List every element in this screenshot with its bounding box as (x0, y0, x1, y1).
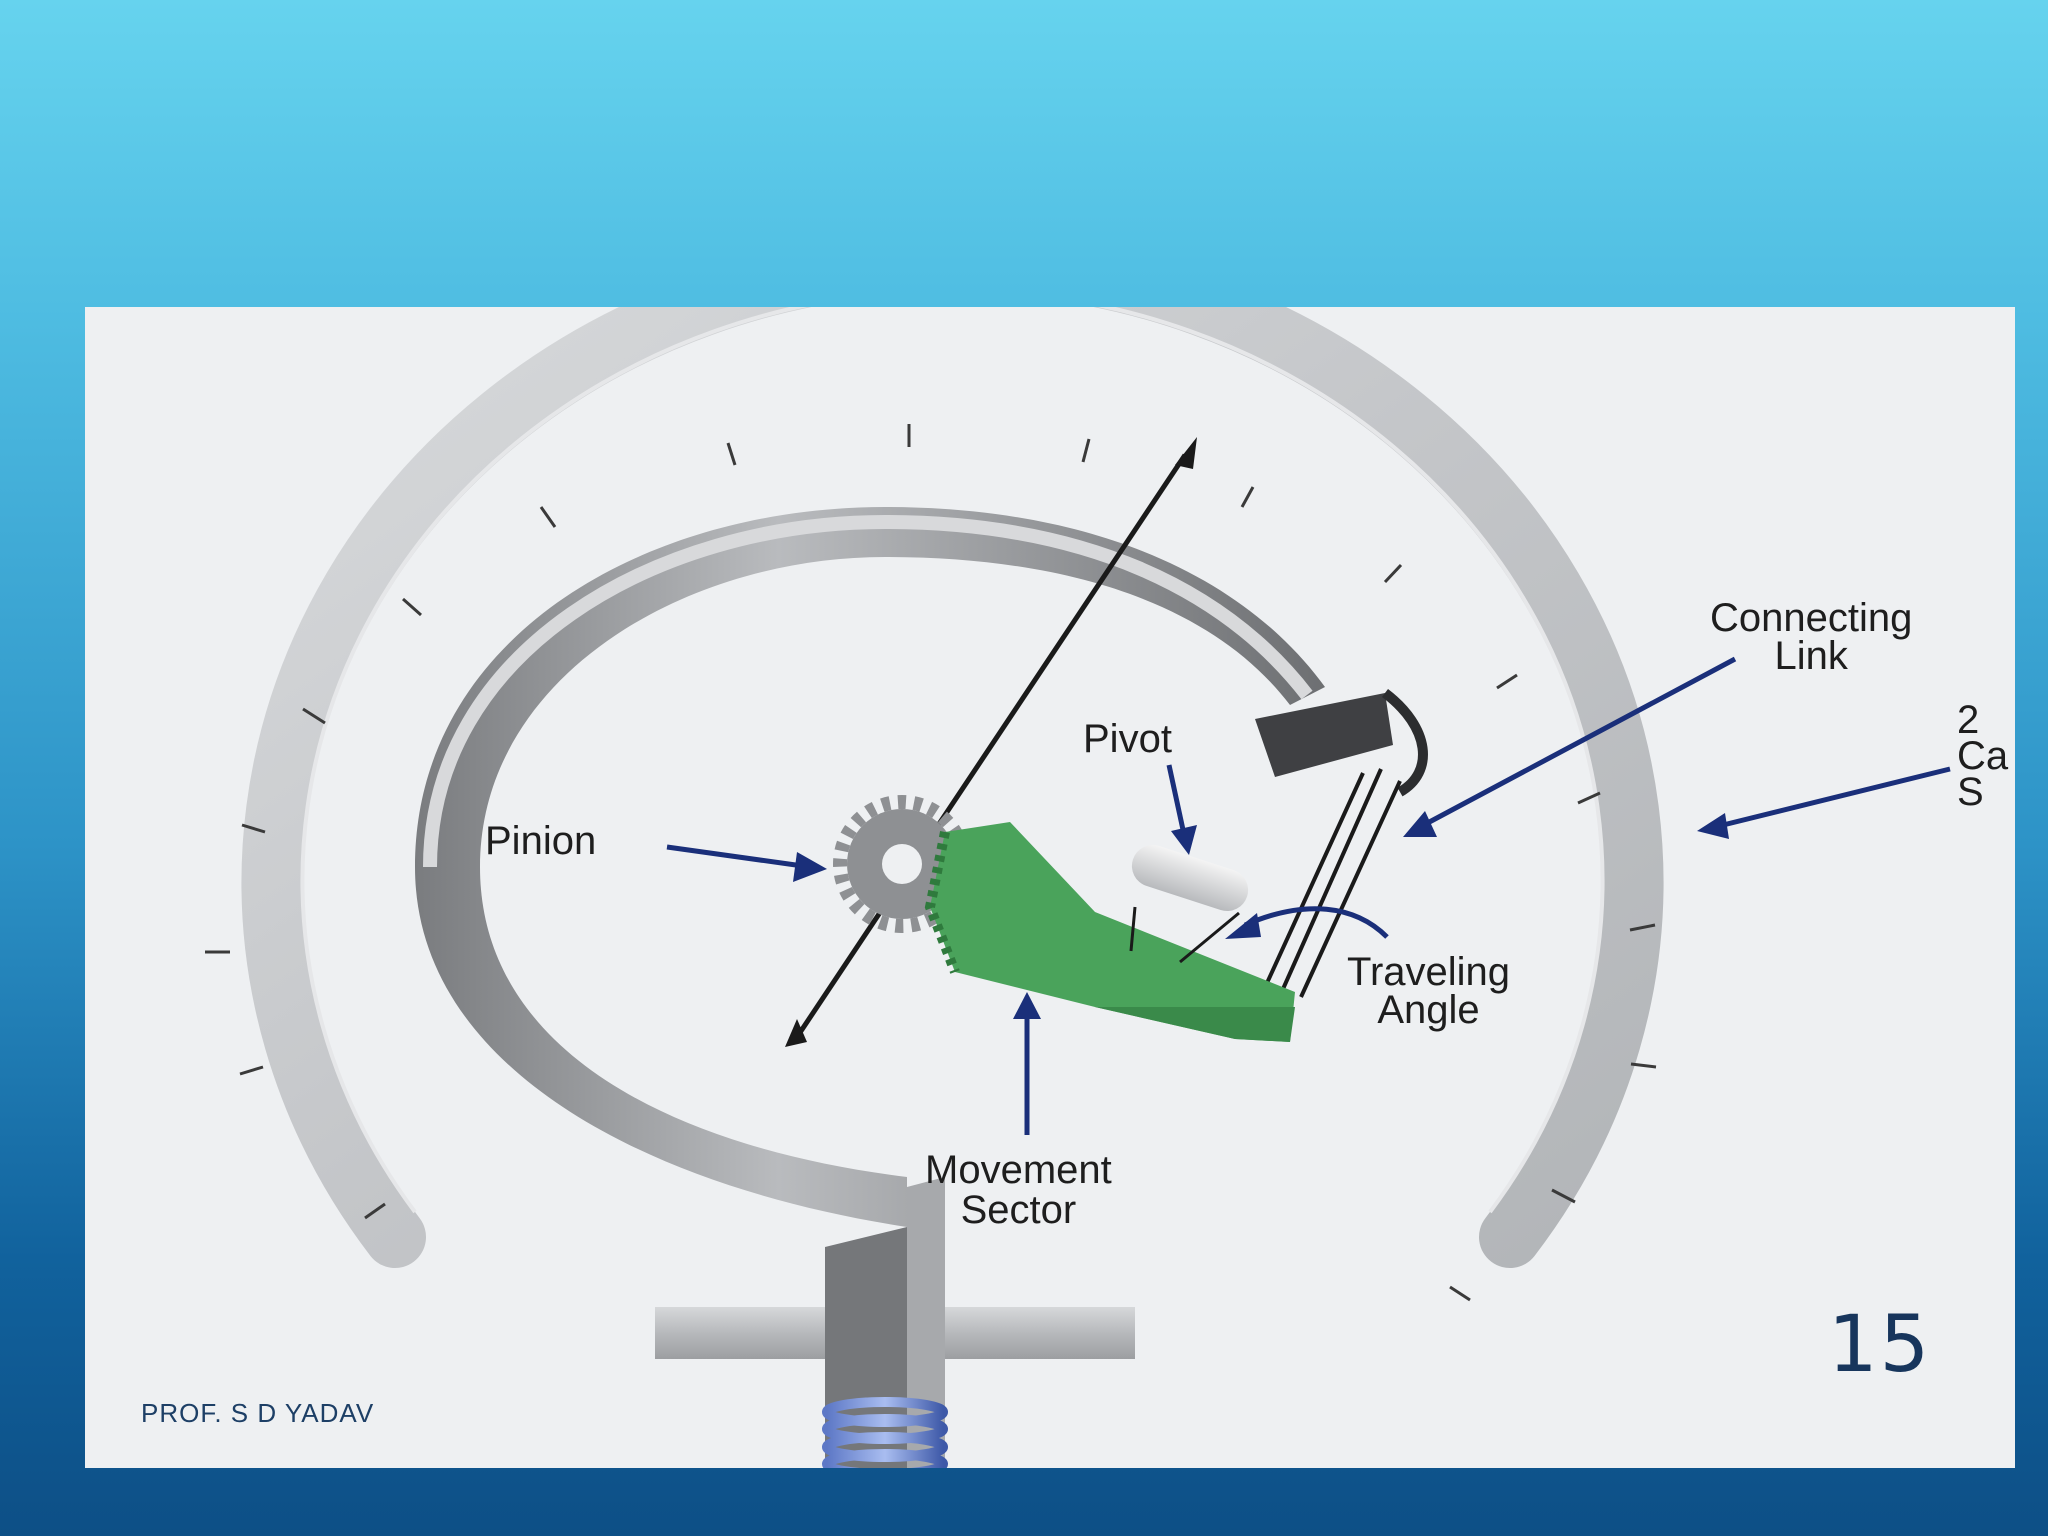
slide-number: 15 (1828, 1300, 1932, 1390)
pivot-arrowhead-icon (1171, 825, 1197, 855)
pivot-arrow (1166, 764, 1188, 840)
connecting-link (1265, 768, 1402, 998)
pointer-needle (794, 453, 1188, 1039)
movement-sector-teeth (924, 831, 960, 974)
pointer-tail-icon (785, 1019, 807, 1047)
pointer-tip-icon (1175, 437, 1197, 469)
pivot-cylinder (1129, 844, 1249, 964)
traveling-angle-arrowhead-icon (1225, 913, 1261, 939)
scale-arrow (1714, 766, 1951, 830)
movement-sector-shade (1095, 1007, 1295, 1042)
footer-author: PROF. S D YADAV (141, 1398, 375, 1428)
gauge-diagram-svg (205, 307, 1951, 1468)
label-pivot: Pivot (1083, 717, 1172, 761)
label-movement-sector: Movement Sector (925, 1148, 1112, 1232)
movement-sector-arrowhead-icon (1013, 992, 1041, 1019)
callout-arrows (666, 656, 1951, 1135)
label-pinion: Pinion (485, 819, 597, 863)
bourdon-tube-highlight (423, 514, 1313, 868)
gauge-mechanism-diagram: Pinion Pivot Connecting Link Traveling A… (85, 307, 2015, 1468)
connecting-link-arrow (1418, 656, 1737, 830)
socket-stem-side (907, 1177, 945, 1468)
tube-tip (1255, 693, 1393, 777)
movement-sector (930, 822, 1295, 1042)
tube-tip-hook (1381, 689, 1428, 797)
label-connecting-link: Connecting Link (1710, 596, 1913, 678)
label-traveling-angle: Traveling Angle (1347, 950, 1511, 1032)
traveling-angle-arc (1244, 906, 1389, 939)
scale-ticks (205, 424, 1657, 1302)
outer-scale-arc-inner-edge (300, 307, 1605, 1214)
spring-coils (822, 1397, 948, 1468)
pinion-arrow (666, 844, 811, 870)
connecting-link-arrowhead-icon (1403, 811, 1437, 837)
pinion-arrowhead-icon (793, 852, 827, 882)
outer-scale-arc (241, 307, 1664, 1268)
label-cut-off: 2 Ca S (1957, 698, 2009, 814)
scale-arrowhead-icon (1697, 813, 1729, 839)
